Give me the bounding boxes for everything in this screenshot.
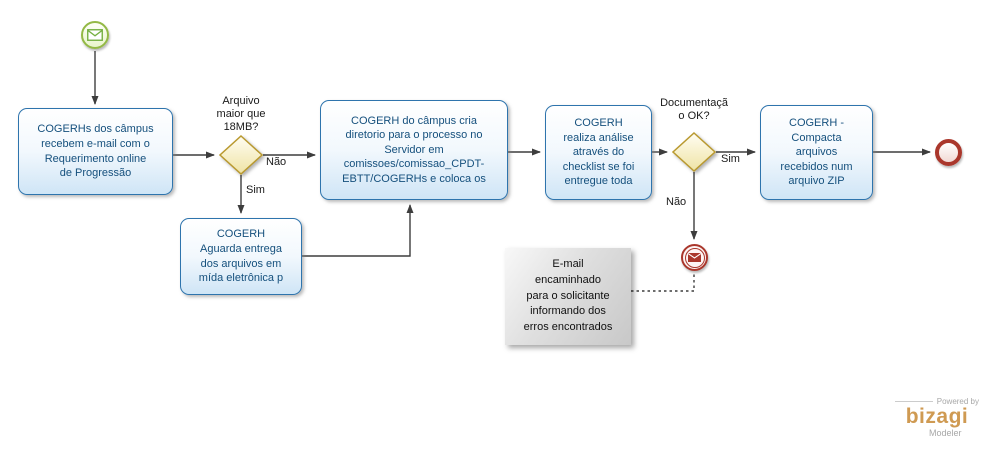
task-label: COGERH do câmpus cria diretorio para o p… (342, 114, 486, 185)
flow-label-nao-2: Não (666, 196, 687, 208)
gateway-documentation-ok[interactable] (671, 131, 717, 177)
modeler-label: Modeler (929, 428, 962, 439)
intermediate-message-event[interactable] (681, 244, 708, 271)
gateway-documentation-label: Documentaçã o OK? (660, 97, 728, 123)
divider-line (895, 401, 933, 402)
bizagi-watermark: Powered by bizagi Modeler (895, 397, 979, 438)
gateway-file-size[interactable] (218, 134, 264, 180)
end-event[interactable] (935, 139, 962, 166)
annotation-email-errors: E-mail encaminhado para o solicitante in… (505, 248, 631, 345)
task-receive-email[interactable]: COGERHs dos câmpus recebem e-mail com o … (18, 108, 173, 195)
flow-label-sim-1: Sim (246, 184, 265, 196)
diamond-shape (218, 134, 264, 176)
start-message-event[interactable] (81, 21, 109, 49)
flow-label-nao-1: Não (266, 156, 287, 168)
inner-ring (684, 247, 705, 268)
envelope-icon (87, 29, 103, 41)
flow-label-sim-2: Sim (721, 153, 740, 165)
task-checklist-analysis[interactable]: COGERH realiza análise através do checkl… (545, 105, 652, 200)
powered-by-label: Powered by (936, 397, 979, 406)
task-create-directory[interactable]: COGERH do câmpus cria diretorio para o p… (320, 100, 508, 200)
gateway-file-size-label: Arquivo maior que 18MB? (216, 95, 266, 134)
task-label: COGERH - Compacta arquivos recebidos num… (780, 117, 853, 188)
diamond-shape (671, 131, 717, 173)
bizagi-logo: bizagi (905, 405, 969, 428)
task-wait-media-delivery[interactable]: COGERH Aguarda entrega dos arquivos em m… (180, 218, 302, 295)
task-label: COGERH Aguarda entrega dos arquivos em m… (198, 228, 284, 285)
task-compress-zip[interactable]: COGERH - Compacta arquivos recebidos num… (760, 105, 873, 200)
task-label: COGERHs dos câmpus recebem e-mail com o … (37, 123, 154, 180)
task-label: COGERH realiza análise através do checkl… (562, 117, 635, 188)
